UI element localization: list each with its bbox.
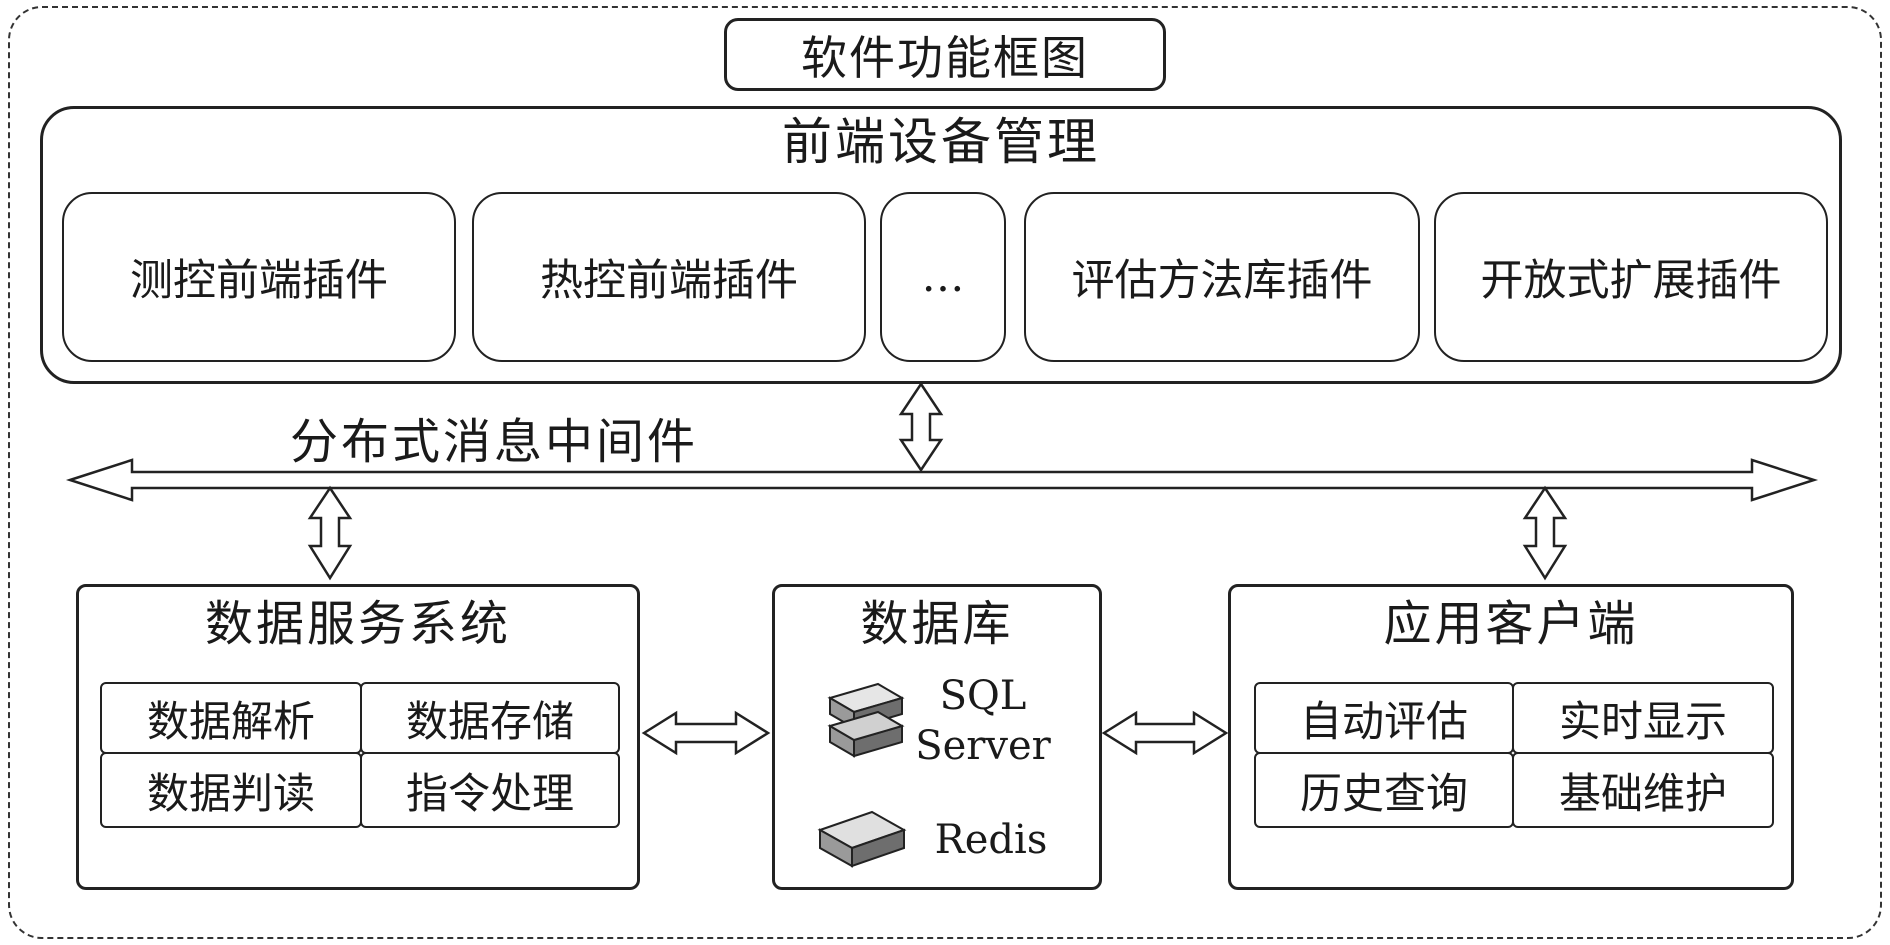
data-service-cell: 数据解析 [100, 682, 362, 754]
cell-label: 指令处理 [405, 768, 574, 818]
cell-label: 基础维护 [1558, 768, 1727, 818]
middleware-bus-arrow [65, 458, 1819, 502]
plugin-label: 开放式扩展插件 [1480, 256, 1782, 306]
plugin-open-extension: 开放式扩展插件 [1434, 192, 1828, 362]
bus-data-service-arrow [307, 485, 353, 581]
data-service-cell: 数据存储 [360, 682, 620, 754]
outer-boundary [8, 6, 1882, 939]
data-service-cell: 指令处理 [360, 752, 620, 828]
cell-label: 实时显示 [1558, 696, 1727, 746]
redis-database-icon [817, 810, 907, 868]
plugin-label: 评估方法库插件 [1071, 256, 1373, 306]
data-service-title: 数据服务系统 [204, 596, 511, 652]
plugin-label: 测控前端插件 [130, 256, 388, 306]
redis-label: Redis [934, 817, 1048, 863]
cell-label: 自动评估 [1299, 696, 1468, 746]
diagram-title-text: 软件功能框图 [801, 30, 1089, 85]
cell-label: 数据判读 [146, 768, 315, 818]
client-title: 应用客户端 [1383, 596, 1639, 652]
bus-client-arrow [1522, 485, 1568, 581]
database-title: 数据库 [860, 596, 1014, 652]
sql-label-line2: Server [915, 723, 1051, 769]
plugin-thermal: 热控前端插件 [472, 192, 866, 362]
cell-label: 数据存储 [405, 696, 574, 746]
cell-label: 数据解析 [146, 696, 315, 746]
client-cell: 基础维护 [1512, 752, 1774, 828]
sql-server-database-icon [827, 682, 905, 758]
data-service-database-arrow [641, 710, 771, 756]
plugin-tt-c: 测控前端插件 [62, 192, 456, 362]
plugin-label: … [921, 252, 965, 302]
sql-label-line1: SQL [939, 673, 1027, 719]
cell-label: 历史查询 [1299, 768, 1468, 818]
frontend-management-title: 前端设备管理 [782, 113, 1100, 171]
plugin-ellipsis: … [880, 192, 1006, 362]
diagram-title: 软件功能框图 [724, 18, 1166, 91]
sql-server-label: SQL Server [908, 674, 1058, 768]
database-client-arrow [1101, 710, 1229, 756]
middleware-label: 分布式消息中间件 [290, 414, 699, 470]
client-cell: 实时显示 [1512, 682, 1774, 754]
data-service-cell: 数据判读 [100, 752, 362, 828]
client-cell: 历史查询 [1254, 752, 1514, 828]
plugin-evaluation-library: 评估方法库插件 [1024, 192, 1420, 362]
frontend-bus-arrow [898, 381, 944, 473]
plugin-label: 热控前端插件 [540, 256, 798, 306]
